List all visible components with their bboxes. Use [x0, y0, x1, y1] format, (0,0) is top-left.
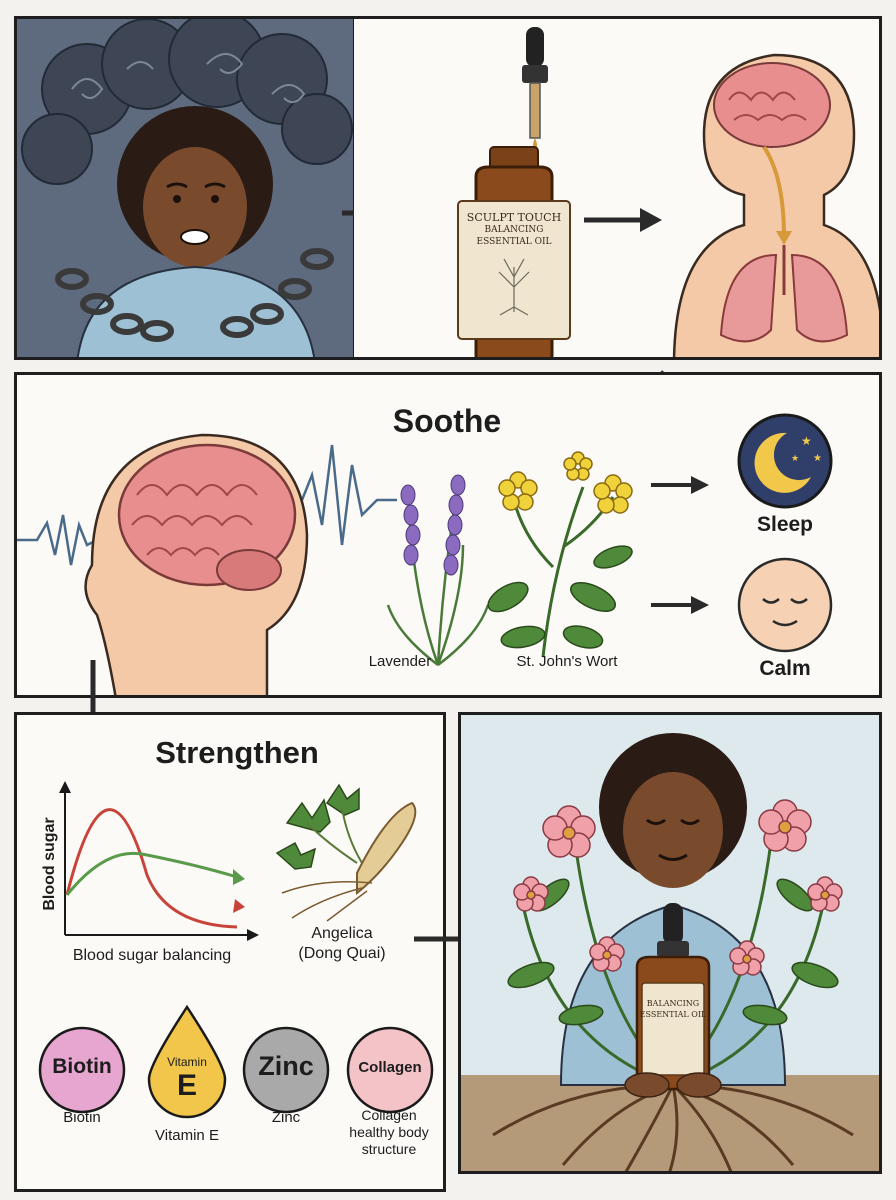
vitamin-e-badge-top: Vitamin: [167, 1055, 207, 1069]
calm-face-icon: [737, 557, 833, 653]
calm-label: Calm: [759, 657, 811, 680]
svg-text:★: ★: [791, 454, 799, 464]
arrow-right-icon: [651, 476, 709, 494]
collagen-badge-icon: [346, 1026, 434, 1114]
svg-text:★: ★: [801, 434, 812, 448]
brain-icon: [117, 443, 297, 591]
lavender-label: Lavender: [368, 653, 432, 670]
storm-cloud-icon: [21, 19, 353, 185]
bottle-brand: SCULPT TOUCH: [466, 211, 562, 224]
lavender-icon: [386, 474, 490, 666]
vitamin-e-label: Vitamin E: [155, 1127, 219, 1144]
arrow-right-icon: [651, 596, 709, 614]
biotin-label: Biotin: [63, 1109, 101, 1126]
body-absorption-illustration: [672, 53, 879, 357]
dropper-icon: [522, 27, 548, 152]
stress-panel: [14, 16, 356, 360]
soothe-panel: Soothe Lavender: [14, 372, 882, 698]
chart-ylabel: Blood sugar: [41, 817, 58, 911]
arrow-right-icon: [584, 208, 662, 232]
biotin-badge-icon: [38, 1026, 126, 1114]
spike-curve: [65, 808, 238, 929]
zinc-badge-text: Zinc: [258, 1051, 314, 1081]
balanced-curve: [65, 851, 238, 896]
blood-sugar-chart: [59, 781, 259, 941]
strengthen-panel: Strengthen Blood sugar Blood sugar balan…: [14, 712, 446, 1192]
st-johns-wort-label: St. John's Wort: [516, 653, 618, 670]
essential-oil-bottle: [635, 903, 711, 1091]
bottle-line1: BALANCING: [484, 225, 544, 235]
collagen-label-2: healthy body: [349, 1124, 429, 1140]
strengthen-title: Strengthen: [155, 735, 319, 770]
collagen-label-3: structure: [361, 1141, 417, 1157]
stress-illustration: [21, 19, 353, 357]
result-panel: BALANCING ESSENTIAL OIL: [458, 712, 882, 1174]
brain-waves-illustration: [17, 433, 397, 695]
result-bottle-line2: ESSENTIAL OIL: [639, 1010, 707, 1019]
angelica-line1: Angelica: [311, 925, 373, 942]
brain-icon: [713, 62, 831, 148]
flower-icon: [513, 799, 843, 976]
chart-caption: Blood sugar balancing: [72, 947, 232, 964]
soothe-title: Soothe: [392, 403, 502, 439]
angelica-line2: (Dong Quai): [298, 945, 386, 962]
zinc-badge-icon: [242, 1026, 330, 1114]
essential-oil-bottle: [457, 146, 571, 357]
zinc-label: Zinc: [271, 1109, 301, 1126]
angelica-root-icon: [275, 783, 417, 922]
st-johns-wort-icon: [487, 451, 633, 658]
lungs-icon: [719, 253, 849, 343]
biotin-badge-text: Biotin: [52, 1055, 112, 1078]
absorption-panel: SCULPT TOUCH BALANCING ESSENTIAL OIL: [354, 16, 882, 360]
collagen-label-1: Collagen: [361, 1107, 417, 1123]
result-bottle-line1: BALANCING: [646, 999, 700, 1008]
bottle-line2: ESSENTIAL OIL: [476, 237, 552, 247]
vitamin-e-badge-text: E: [176, 1069, 197, 1102]
svg-text:★: ★: [813, 453, 822, 464]
vitamin-e-drop-icon: [147, 1004, 227, 1119]
calm-person-illustration: [461, 733, 879, 1171]
brain-wave-right: [287, 444, 397, 546]
moon-icon: ★ ★ ★: [737, 413, 833, 509]
collagen-badge-text: Collagen: [358, 1059, 422, 1076]
sleep-label: Sleep: [756, 513, 814, 536]
